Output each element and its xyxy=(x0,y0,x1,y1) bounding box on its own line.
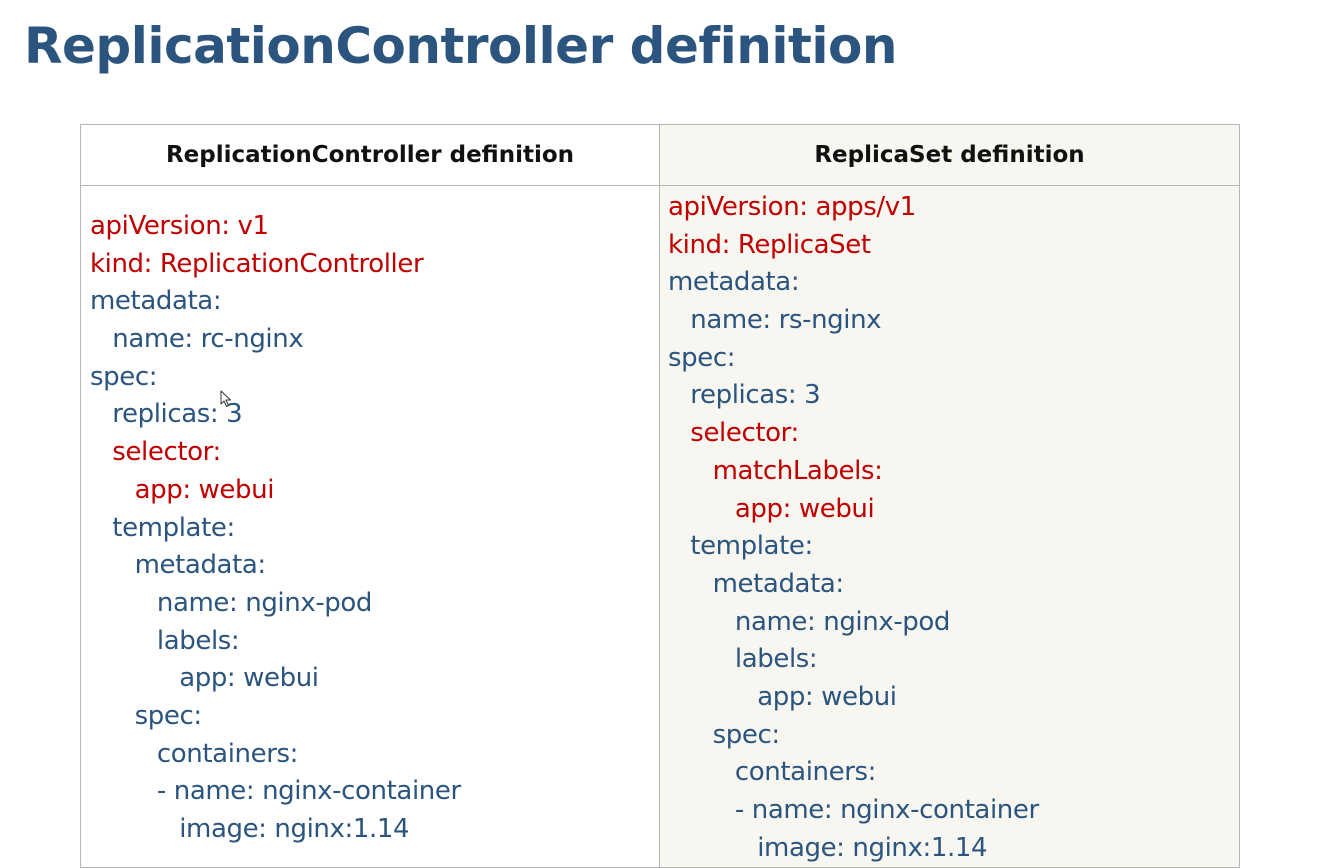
right-line: app: webui xyxy=(734,493,875,524)
right-line: template: xyxy=(690,531,813,562)
right-line: spec: xyxy=(668,342,736,373)
replicaset-yaml-cell: apiVersion: apps/v1 kind: ReplicaSet metad… xyxy=(659,184,1240,868)
right-line: app: webui xyxy=(757,681,897,712)
left-line: apiVersion: v1 xyxy=(90,211,269,241)
right-line: - name: nginx-container xyxy=(734,795,1039,825)
replicationcontroller-yaml-cell: apiVersion: v1 kind: ReplicationControlle… xyxy=(80,184,660,868)
left-line: containers: xyxy=(156,738,299,769)
left-line: metadata: xyxy=(134,550,267,581)
left-line: kind: ReplicationController xyxy=(90,248,424,279)
left-line: image: nginx:1.14 xyxy=(179,814,410,844)
left-line: metadata: xyxy=(90,286,222,317)
table-header-row: ReplicationController definition Replica… xyxy=(80,124,1240,186)
left-line: name: rc-nginx xyxy=(112,324,304,355)
right-line: metadata: xyxy=(712,568,845,599)
left-line: app: webui xyxy=(179,663,319,694)
right-line: labels: xyxy=(734,644,818,675)
header-replicationcontroller: ReplicationController definition xyxy=(80,124,660,186)
right-line: replicas: 3 xyxy=(690,380,821,411)
left-line: spec: xyxy=(134,700,203,731)
replicaset-yaml: apiVersion: apps/v1 kind: ReplicaSet metad… xyxy=(660,186,1239,867)
left-line: labels: xyxy=(156,625,240,656)
header-replicaset: ReplicaSet definition xyxy=(659,124,1240,186)
right-line: metadata: xyxy=(668,267,800,298)
right-line: spec: xyxy=(712,719,781,750)
left-line: template: xyxy=(112,512,235,543)
right-line: name: nginx-pod xyxy=(734,606,951,637)
slide-title: ReplicationController definition xyxy=(24,17,897,75)
left-line: name: nginx-pod xyxy=(156,587,373,618)
left-line: - name: nginx-container xyxy=(156,776,461,807)
left-line: app: webui xyxy=(134,474,275,505)
right-line: kind: ReplicaSet xyxy=(668,229,871,260)
right-line: image: nginx:1.14 xyxy=(757,832,988,863)
mouse-pointer-icon xyxy=(220,390,231,407)
right-line: containers: xyxy=(734,757,877,788)
left-line: spec: xyxy=(90,361,158,392)
right-line: selector: xyxy=(690,418,799,449)
left-line: selector: xyxy=(112,437,221,468)
table-body-row: apiVersion: v1 kind: ReplicationControlle… xyxy=(80,184,1240,868)
right-line: name: rs-nginx xyxy=(690,305,882,336)
right-line: matchLabels: xyxy=(712,455,883,486)
left-line: replicas: 3 xyxy=(112,399,243,430)
comparison-table: ReplicationController definition Replica… xyxy=(80,124,1240,868)
right-line: apiVersion: apps/v1 xyxy=(668,192,916,222)
replicationcontroller-yaml: apiVersion: v1 kind: ReplicationControlle… xyxy=(81,186,659,849)
